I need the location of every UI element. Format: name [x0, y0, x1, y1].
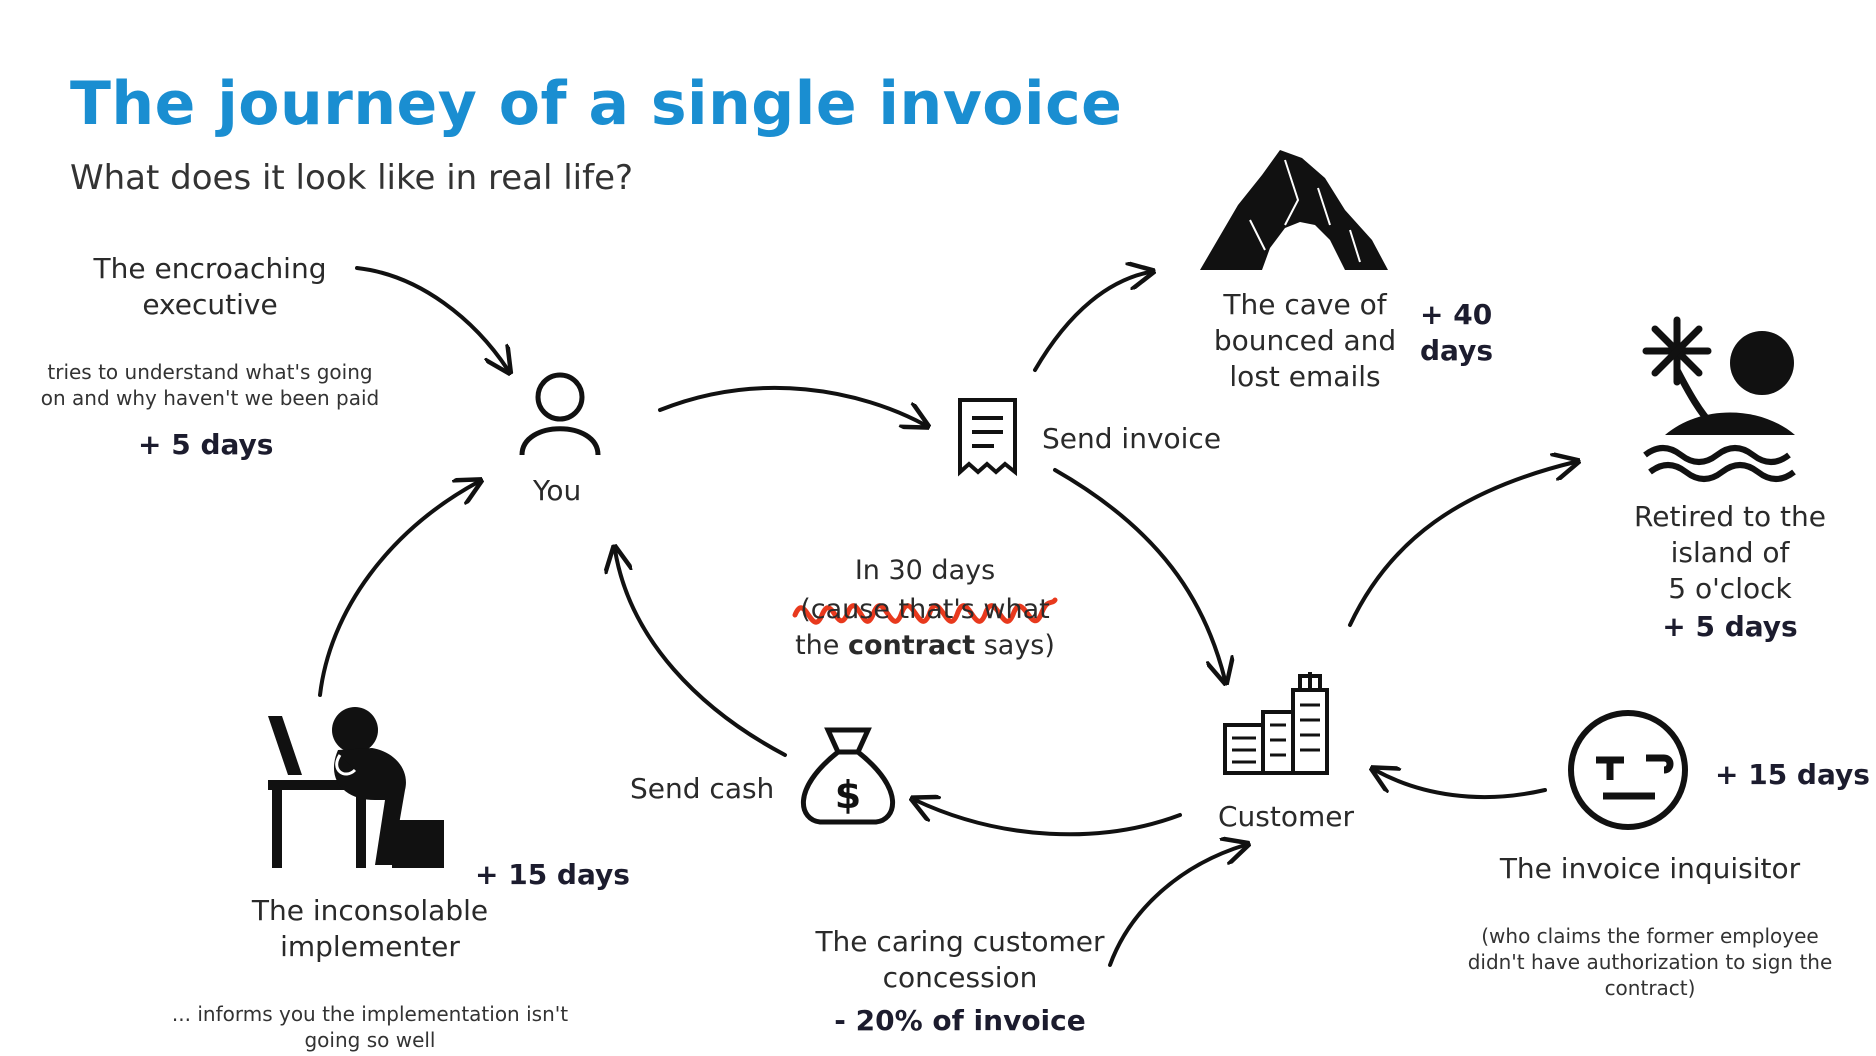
concession-title-line2: concession	[882, 961, 1038, 994]
unamused-face-icon	[1568, 710, 1688, 830]
arrow-you-to-invoice	[658, 385, 925, 425]
arrow-customer-to-cash	[915, 800, 1182, 837]
cave-delay-line1: + 40	[1420, 298, 1493, 331]
node-send-invoice-label: Send invoice	[1042, 422, 1222, 455]
cave-icon	[1200, 150, 1388, 270]
page-title: The journey of a single invoice	[70, 69, 1123, 139]
executive-title-line2: executive	[142, 288, 278, 321]
inquisitor-delay: + 15 days	[1715, 758, 1870, 791]
inquisitor-note-line2: didn't have authorization to sign the	[1467, 950, 1833, 974]
stressed-worker-icon	[268, 707, 444, 868]
executive-delay: + 5 days	[138, 428, 274, 461]
node-send-cash-label: Send cash	[630, 772, 775, 805]
inquisitor-note-line1: (who claims the former employee	[1481, 924, 1819, 948]
cave-delay-line2: days	[1420, 334, 1493, 367]
island-title-line1: Retired to the	[1634, 500, 1826, 533]
cave-title-line2: bounced and	[1213, 324, 1397, 357]
arrow-customer-to-island	[1348, 462, 1575, 627]
page-subtitle: What does it look like in real life?	[70, 158, 634, 198]
island-icon	[1642, 316, 1796, 482]
executive-note-line2: on and why haven't we been paid	[40, 386, 380, 410]
node-you-label: You	[533, 474, 582, 507]
island-title-line3: 5 o'clock	[1668, 572, 1792, 605]
island-title-line2: island of	[1670, 536, 1790, 569]
inquisitor-note-line3: contract)	[1604, 976, 1696, 1000]
concession-delay: - 20% of invoice	[834, 1004, 1086, 1037]
implementer-title-line1: The inconsolable	[251, 894, 489, 927]
arrow-cash-to-you	[615, 550, 787, 757]
arrow-implementer-to-you	[318, 482, 478, 697]
receipt-icon	[958, 398, 1017, 477]
node-customer-label: Customer	[1218, 800, 1355, 833]
buildings-icon	[1223, 672, 1329, 775]
implementer-note-line2: going so well	[304, 1028, 436, 1052]
concession-title-line1: The caring customer	[815, 925, 1105, 958]
arrow-executive-to-you	[355, 266, 508, 370]
executive-note-line1: tries to understand what's going	[47, 360, 373, 384]
center-note-line2: (cause that's what	[800, 594, 1050, 625]
arrow-concession-to-customer	[1108, 845, 1245, 967]
executive-title-line1: The encroaching	[93, 252, 327, 285]
implementer-note-line1: ... informs you the implementation isn't	[171, 1002, 569, 1026]
implementer-delay: + 15 days	[475, 858, 630, 891]
cave-title-line1: The cave of	[1223, 288, 1387, 321]
island-delay: + 5 days	[1662, 610, 1798, 643]
cave-title-line3: lost emails	[1229, 360, 1381, 393]
arrow-invoice-to-cave	[1033, 272, 1150, 372]
svg-text:$: $	[835, 773, 861, 817]
money-bag-icon: $	[800, 727, 896, 825]
center-note-line3: the contract says)	[795, 630, 1055, 661]
person-icon	[519, 372, 601, 456]
arrow-invoice-to-customer	[1053, 468, 1225, 680]
inquisitor-title: The invoice inquisitor	[1499, 852, 1801, 885]
arrow-inquisitor-to-customer	[1375, 770, 1547, 799]
scribble-strike	[792, 597, 1058, 625]
implementer-title-line2: implementer	[280, 930, 460, 963]
center-note-line1: In 30 days	[854, 555, 996, 586]
